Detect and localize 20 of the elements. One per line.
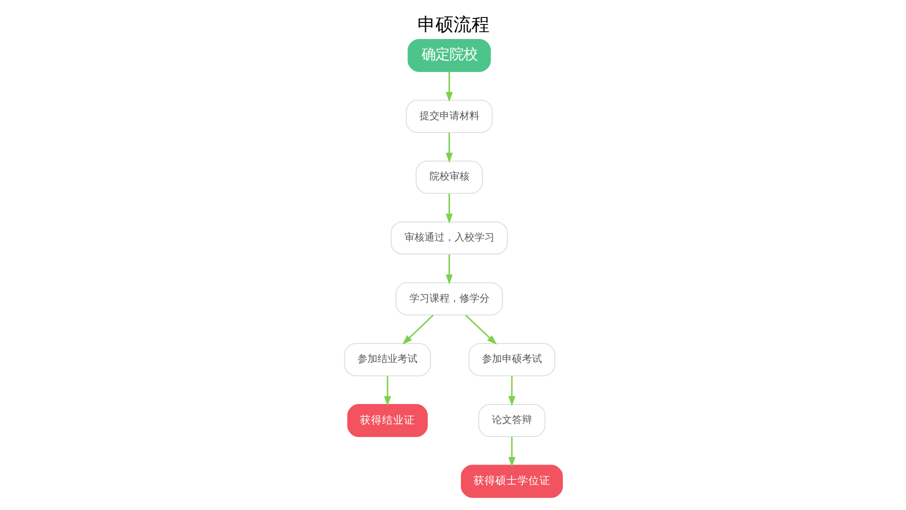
arrow [508,436,515,467]
arrow [445,132,452,163]
node-box: 参加申硕考试 [468,343,555,376]
arrow [464,314,496,345]
arrow [445,254,452,284]
node-box: 提交申请材料 [405,100,492,133]
arrow [445,194,452,224]
node-box: 获得结业证 [346,404,428,438]
arrow [402,314,434,345]
diagram-title: 申硕流程 [417,14,489,36]
node-box: 论文答辩 [478,404,545,438]
node-box: 确定院校 [407,38,490,72]
node-box: 学习课程，修学分 [395,282,502,316]
node-box: 审核通过，入校学习 [390,221,508,255]
arrow [384,376,391,406]
node-box: 参加结业考试 [344,343,430,376]
node-box: 获得硕士学位证 [460,464,562,498]
arrow [508,376,515,406]
node-box: 院校审核 [415,160,482,194]
arrow [445,72,452,102]
